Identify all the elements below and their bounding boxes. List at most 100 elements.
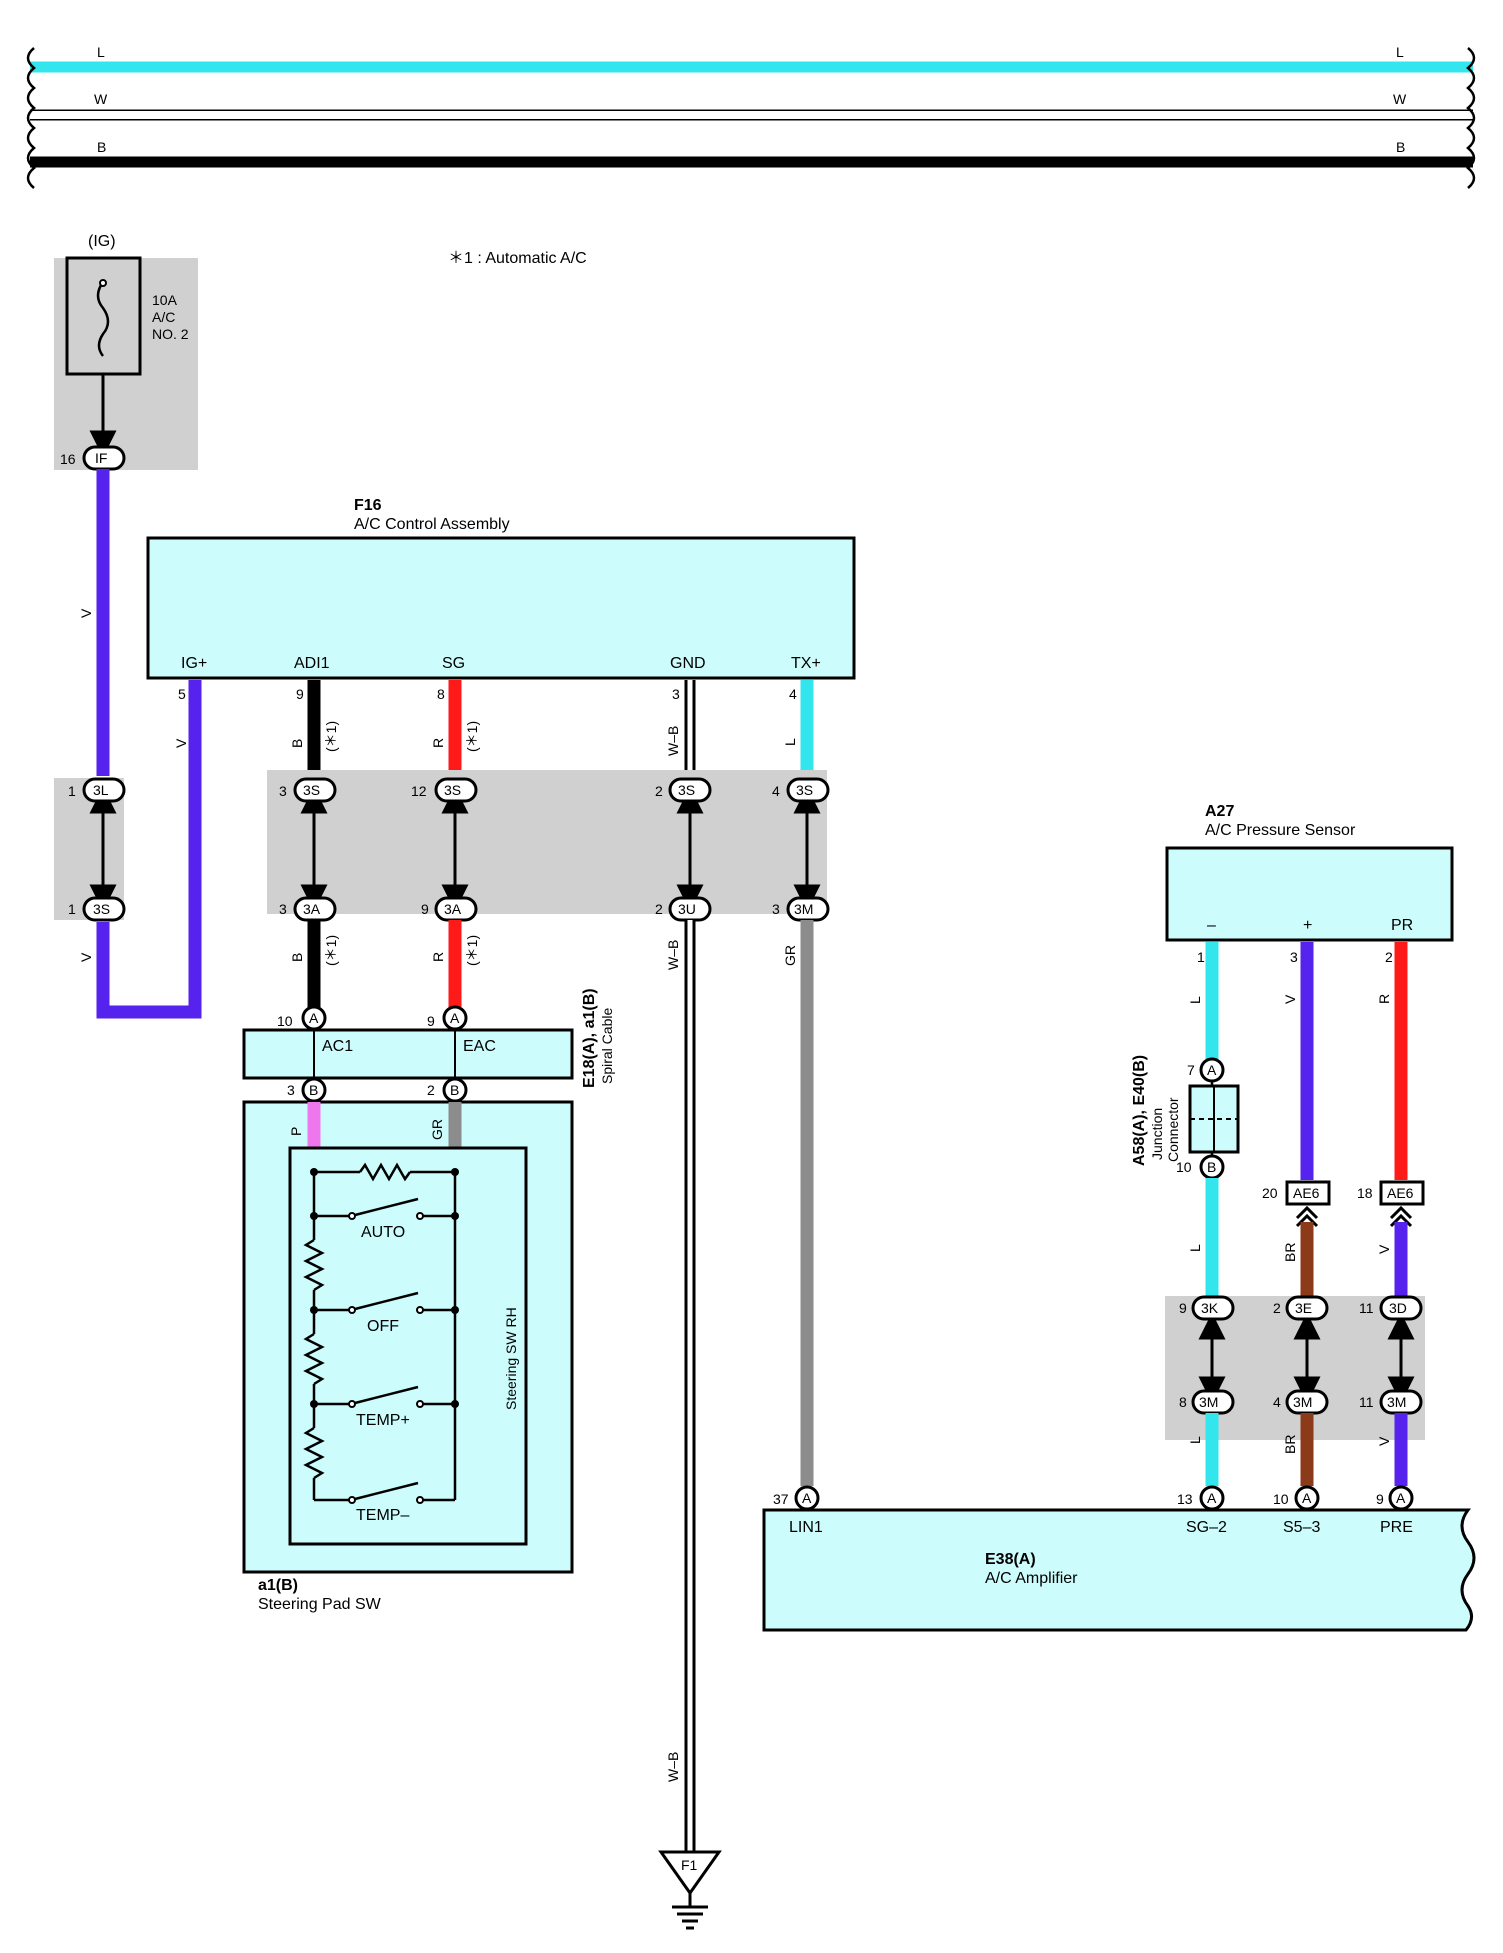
wire-label-l-top: L	[782, 738, 798, 746]
f16-name: A/C Control Assembly	[354, 516, 510, 533]
wire-label-wb-mid: W–B	[665, 940, 681, 970]
e38-term-sg2: SG–2	[1186, 1519, 1227, 1536]
a27-pressure-sensor: A27 A/C Pressure Sensor – + PR 1 3 2	[1165, 803, 1454, 965]
a27-code: A27	[1205, 803, 1234, 820]
ground-f1: W–B F1	[658, 1752, 722, 1930]
spiral-term-ac1: AC1	[322, 1038, 353, 1055]
rjunc-r1-pin-1: 9	[1179, 1300, 1187, 1316]
a27-pin-3: 3	[1290, 949, 1298, 965]
junc-r2-code-2: 3A	[444, 901, 462, 917]
bus-label-left-l: L	[97, 44, 105, 60]
f16-term-gnd: GND	[670, 655, 706, 672]
fuse-rating: 10A	[152, 292, 178, 308]
steering-pad-switch: P GR Steering SW RH	[242, 1100, 574, 1613]
right-bottom-wires: L BR V	[1187, 1413, 1408, 1486]
junction-left-top-code: 3L	[93, 782, 109, 798]
a27-pin-2: 2	[1385, 949, 1393, 965]
jc-top-pin: 7	[1187, 1062, 1195, 1078]
switch-off: OFF	[367, 1318, 399, 1335]
wire-label-br-bottom: BR	[1282, 1435, 1298, 1454]
switch-temp-minus: TEMP–	[356, 1507, 409, 1524]
e38-code: E38(A)	[985, 1551, 1036, 1568]
junc-r2-code-4: 3M	[794, 901, 813, 917]
fuse-icon	[96, 281, 110, 357]
junction-left-bot-code: 3S	[93, 901, 110, 917]
spiral-name: Spiral Cable	[599, 1008, 615, 1084]
rjunc-r1-pin-3: 11	[1359, 1300, 1374, 1316]
ae6-code-2: AE6	[1387, 1185, 1414, 1201]
footnote-automatic-ac: ＊1 : Automatic A/C	[448, 250, 587, 267]
bus-break-left	[26, 47, 36, 189]
bus-label-left-w: W	[94, 91, 108, 107]
a27-term-minus: –	[1207, 917, 1216, 934]
spiral-out-conn-1: B	[309, 1082, 318, 1098]
spiral-out-conn-2: B	[450, 1082, 459, 1098]
rjunc-r2-pin-3: 11	[1359, 1394, 1374, 1410]
wire-label-wb-top: W–B	[665, 726, 681, 756]
a27-pin-1: 1	[1197, 949, 1205, 965]
junction-left-top-pin: 1	[68, 783, 76, 799]
junc-r1-code-1: 3S	[303, 782, 320, 798]
fuse-pin: 16	[60, 451, 76, 467]
switch-auto: AUTO	[361, 1224, 405, 1241]
a27-name: A/C Pressure Sensor	[1205, 822, 1356, 839]
ae6-pin-18: 18	[1357, 1185, 1373, 1201]
f16-term-txp: TX+	[791, 655, 821, 672]
rjunc-r1-code-1: 3K	[1201, 1300, 1219, 1316]
jc-bot-pin: 10	[1176, 1159, 1192, 1175]
bus-break-right	[1466, 47, 1476, 189]
f16-pin-4: 4	[789, 686, 797, 702]
a27-term-plus: +	[1303, 917, 1312, 934]
wire-note-b-mid: (＊1)	[323, 935, 339, 966]
pad-circuit	[303, 1162, 457, 1502]
f16-term-igp: IG+	[181, 655, 207, 672]
junc-r2-pin-1: 3	[279, 901, 287, 917]
switch-temp-plus: TEMP+	[356, 1412, 410, 1429]
rjunc-r2-pin-2: 4	[1273, 1394, 1281, 1410]
wire-label-l-jc: L	[1187, 1244, 1203, 1252]
junc-r2-code-3: 3U	[678, 901, 696, 917]
f16-pin-5: 5	[178, 686, 186, 702]
e38-term-lin1: LIN1	[789, 1519, 823, 1536]
e38-ac-amplifier: 37 A 13 A 10 A 9 A LIN1 SG–2 S5–3 PRE E3…	[762, 1485, 1476, 1632]
wire-label-l-a27: L	[1187, 996, 1203, 1004]
rjunc-r1-pin-2: 2	[1273, 1300, 1281, 1316]
a27-term-pr: PR	[1391, 917, 1413, 934]
junc-r1-code-2: 3S	[444, 782, 461, 798]
junc-r1-pin-2: 12	[411, 783, 427, 799]
fuse-supply-label: (IG)	[88, 233, 116, 250]
junction-connector-a58-e40: 7 A 10 B A58(A), E40(B) Junction Connect…	[1131, 1055, 1240, 1180]
bus-label-left-b: B	[97, 139, 106, 155]
f16-output-wires: B (＊1) R (＊1) W–B L	[289, 680, 814, 780]
wire-label-r-a27: R	[1376, 994, 1392, 1004]
junc-r2-pin-2: 9	[421, 901, 429, 917]
wire-label-v-3: V	[173, 738, 189, 748]
rjunc-r1-code-3: 3D	[1389, 1300, 1407, 1316]
spiral-in-pin-1: 10	[277, 1013, 293, 1029]
wire-note-r-top: (＊1)	[464, 721, 480, 752]
rjunc-r2-pin-1: 8	[1179, 1394, 1187, 1410]
rjunc-r1-code-2: 3E	[1295, 1300, 1312, 1316]
spiral-out-pin-2: 2	[427, 1082, 435, 1098]
wire-label-wb-ground: W–B	[665, 1752, 681, 1782]
right-mid-wires: L BR V	[1187, 1178, 1408, 1296]
e38-conn-9: A	[1396, 1490, 1406, 1506]
e38-name: A/C Amplifier	[985, 1570, 1078, 1587]
junc-r2-pin-3: 2	[655, 901, 663, 917]
jc-name-2: Connector	[1165, 1097, 1181, 1162]
wire-label-v-bottom: V	[1376, 1436, 1392, 1446]
bus-label-right-w: W	[1393, 91, 1407, 107]
wire-note-r-mid: (＊1)	[464, 935, 480, 966]
e38-pin-9: 9	[1376, 1491, 1384, 1507]
rjunc-r2-code-1: 3M	[1199, 1394, 1218, 1410]
f16-term-sg: SG	[442, 655, 465, 672]
wire-label-gr-pad: GR	[429, 1119, 445, 1140]
wire-label-v-a27: V	[1282, 994, 1298, 1004]
e38-conn-37: A	[802, 1490, 812, 1506]
e38-pin-37: 37	[773, 1491, 789, 1507]
spiral-code: E18(A), a1(B)	[581, 988, 598, 1088]
e38-term-s53: S5–3	[1283, 1519, 1320, 1536]
junction-left-bot-pin: 1	[68, 901, 76, 917]
spiral-in-conn-2: A	[450, 1010, 460, 1026]
bus-label-right-b: B	[1396, 139, 1405, 155]
